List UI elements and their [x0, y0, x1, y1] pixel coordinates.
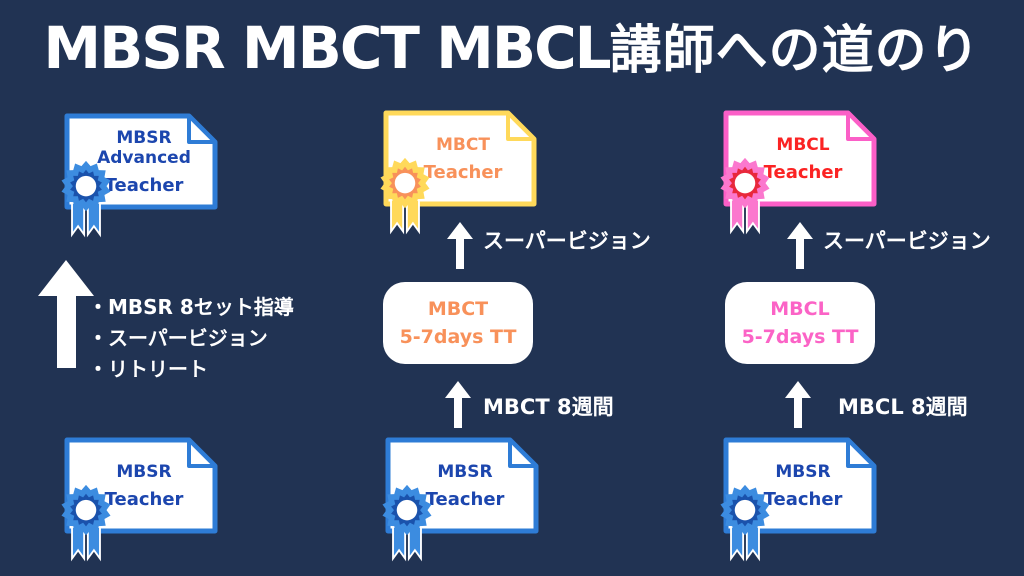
- certificate-title: MBSR Teacher: [70, 437, 218, 534]
- certificate-line2: Teacher: [104, 174, 184, 196]
- certificate-title: MBCL Teacher: [729, 110, 877, 207]
- certificate-card-mbcl-teacher: MBCL Teacher: [720, 110, 877, 235]
- folded-corner-icon: [508, 438, 538, 468]
- certificate-line1: MBSR: [437, 461, 493, 482]
- certificate-card-mbct-teacher: MBCT Teacher: [380, 110, 537, 235]
- training-card-line1: MBCT: [427, 298, 489, 320]
- certificate-line2: Teacher: [763, 488, 843, 510]
- arrow-head: [38, 257, 94, 296]
- certificate-title: MBSR Teacher: [729, 437, 877, 534]
- award-ribbon-icon: [379, 484, 435, 566]
- page-title-en: MBSR MBCT MBCL: [43, 14, 611, 82]
- award-ribbon-icon: [377, 157, 433, 239]
- training-card-line2: 5-7days TT: [399, 326, 517, 348]
- folded-corner-icon: [846, 438, 876, 468]
- arrow-shaft: [794, 398, 802, 428]
- mbsr-requirements-list: ・MBSR 8セット指導 ・スーパービジョン ・リトリート: [88, 292, 294, 385]
- certificate-title: MBSR Advanced Teacher: [70, 113, 218, 210]
- award-ribbon-icon: [58, 484, 114, 566]
- certificate-card-mbsr-teacher-left: MBSR Teacher: [61, 437, 218, 562]
- certificate-line2: Teacher: [423, 161, 503, 183]
- certificate-card-mbsr-teacher-middle: MBSR Teacher: [382, 437, 539, 562]
- certificate-line1: MBCT: [436, 134, 490, 155]
- training-card-mbct-tt: MBCT 5-7days TT: [383, 282, 533, 364]
- certificate-line2: Teacher: [763, 161, 843, 183]
- certificate-card-mbsr-advanced-teacher: MBSR Advanced Teacher: [61, 113, 218, 238]
- up-arrow-icon: [447, 219, 473, 269]
- arrow-shaft: [796, 239, 804, 269]
- award-ribbon-icon: [717, 484, 773, 566]
- arrow-head: [785, 378, 811, 398]
- course-label-mbct: MBCT 8週間: [483, 395, 614, 419]
- arrow-shaft: [456, 239, 464, 269]
- certificate-line1: MBSR: [775, 461, 831, 482]
- certificate-card-mbsr-teacher-right: MBSR Teacher: [720, 437, 877, 562]
- folded-corner-icon: [187, 438, 217, 468]
- training-card-mbcl-tt: MBCL 5-7days TT: [725, 282, 875, 364]
- arrow-head: [445, 378, 471, 398]
- requirement-item: ・スーパービジョン: [88, 326, 268, 350]
- supervision-label-mbcl: スーパービジョン: [823, 229, 991, 253]
- arrow-shaft: [56, 296, 76, 368]
- arrow-head: [447, 219, 473, 239]
- training-card-line2: 5-7days TT: [741, 326, 859, 348]
- certificate-title: MBSR Teacher: [391, 437, 539, 534]
- up-arrow-icon: [38, 257, 94, 368]
- certificate-line1: MBCL: [776, 134, 830, 155]
- folded-corner-icon: [846, 111, 876, 141]
- certificate-line2: Teacher: [425, 488, 505, 510]
- award-ribbon-icon: [58, 160, 114, 242]
- training-card-line1: MBCL: [770, 298, 830, 320]
- supervision-label-mbct: スーパービジョン: [483, 229, 651, 253]
- requirement-item: ・MBSR 8セット指導: [88, 295, 294, 319]
- folded-corner-icon: [187, 114, 217, 144]
- page-title-ja: 講師への道のり: [609, 21, 981, 81]
- certificate-line2: Teacher: [104, 488, 184, 510]
- up-arrow-icon: [445, 378, 471, 428]
- certificate-title: MBCT Teacher: [389, 110, 537, 207]
- up-arrow-icon: [785, 378, 811, 428]
- course-label-mbcl: MBCL 8週間: [838, 395, 968, 419]
- arrow-head: [787, 219, 813, 239]
- up-arrow-icon: [787, 219, 813, 269]
- requirement-item: ・リトリート: [88, 357, 208, 381]
- award-ribbon-icon: [717, 157, 773, 239]
- arrow-shaft: [454, 398, 462, 428]
- certificate-line1: MBSR: [116, 461, 172, 482]
- certificate-line1: MBSR Advanced: [97, 127, 191, 168]
- page-title: MBSR MBCT MBCL講師への道のり: [0, 16, 1024, 95]
- folded-corner-icon: [506, 111, 536, 141]
